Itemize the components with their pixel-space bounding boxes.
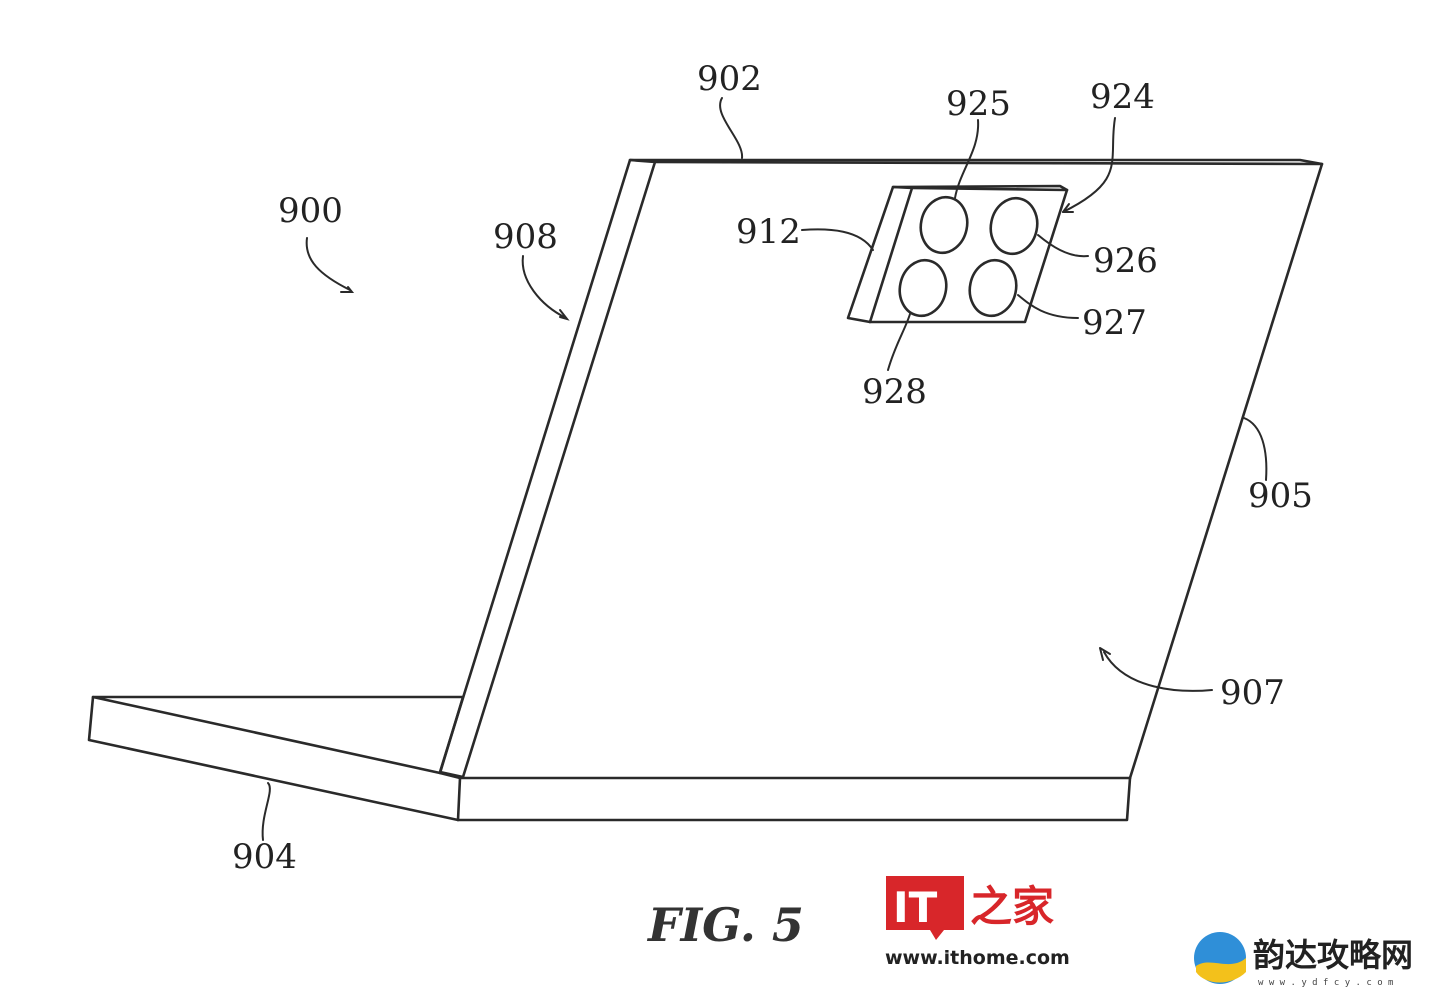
ithome-logo-text: IT [893, 883, 938, 932]
laptop-base [87, 695, 1132, 822]
label-927: 927 [1082, 303, 1147, 343]
ydfcy-logo-wave [1196, 958, 1246, 983]
label-902: 902 [697, 59, 762, 99]
figure-caption: FIG. 5 [646, 898, 804, 952]
lens-926 [989, 196, 1039, 256]
lens-928 [898, 258, 948, 318]
ithome-watermark: IT 之家 www.ithome.com [885, 876, 1070, 969]
laptop-lid [438, 158, 1324, 780]
label-928: 928 [862, 372, 927, 412]
label-926: 926 [1093, 241, 1158, 281]
label-912: 912 [736, 212, 801, 252]
ithome-logo [886, 876, 964, 940]
lens-927 [968, 258, 1018, 318]
camera-module [846, 184, 1069, 324]
ydfcy-watermark: 韵达攻略网 w w w . y d f c y . c o m [1194, 932, 1413, 988]
label-904: 904 [232, 837, 297, 877]
label-900: 900 [278, 191, 343, 231]
label-908: 908 [493, 217, 558, 257]
label-924: 924 [1090, 77, 1155, 117]
label-905: 905 [1248, 476, 1313, 516]
ydfcy-name: 韵达攻略网 [1253, 936, 1413, 974]
lens-925 [919, 195, 969, 255]
label-925: 925 [946, 84, 1011, 124]
leader-lines [261, 97, 1268, 841]
label-907: 907 [1220, 673, 1285, 713]
reference-numerals: 902 925 924 900 908 912 926 927 928 905 … [232, 59, 1313, 877]
ithome-url: www.ithome.com [885, 947, 1070, 969]
ydfcy-url: w w w . y d f c y . c o m [1258, 978, 1393, 988]
ithome-cn-text: 之家 [970, 882, 1054, 931]
